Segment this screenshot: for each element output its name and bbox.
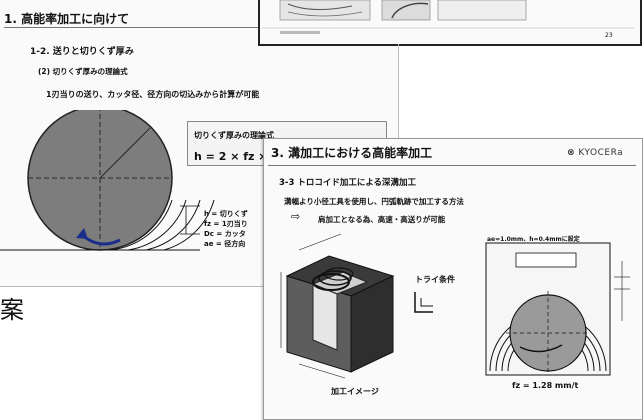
slide-1-subsubtitle: (2) 切りくず厚みの理論式: [38, 67, 128, 76]
formula-label: 切りくず厚みの理論式: [194, 131, 274, 140]
legend-item: ae = 径方向: [204, 240, 246, 248]
legend-item: h = 切りくず: [204, 210, 248, 218]
slide-3-point: 肩加工となる為、高速・高送りが可能: [318, 215, 446, 224]
image-caption: 加工イメージ: [331, 387, 379, 396]
slide-1-title-rule: [4, 27, 394, 28]
groove-workpiece-illustration: [280, 233, 395, 379]
arrow-right-icon: ⇨: [291, 210, 301, 223]
trochoidal-toolpath-diagram: [485, 242, 630, 376]
legend-item: Dc = カッタ: [204, 230, 246, 238]
slide-2-figure: [262, 0, 634, 34]
trial-condition-text: ae=1.0mm、h=0.4mmに設定: [487, 236, 580, 243]
slide-3-subtitle: 3-3 トロコイド加工による深溝加工: [279, 178, 417, 188]
slide-edge: [398, 44, 399, 138]
kyocera-logo-mark-icon: ⊗: [567, 148, 576, 158]
bracket-icon: [414, 292, 433, 313]
slide-2-page-number: 23: [605, 32, 613, 39]
legend-item: fz = 1刃当り: [204, 220, 248, 228]
slide-1-subtitle: 1-2. 送りと切りくず厚み: [30, 47, 134, 57]
kyocera-logo: ⊗ KYOCERa: [567, 148, 623, 158]
kyocera-logo-text: KYOCERa: [578, 148, 624, 158]
slide-3-description: 溝幅より小径工具を使用し、円弧軌跡で加工する方法: [284, 197, 464, 206]
slide-1-title: 1. 高能率加工に向けて: [4, 12, 130, 26]
cutter-diagram: [0, 110, 215, 251]
trial-conditions-label: トライ条件: [415, 275, 455, 284]
formula: h = 2 × fz ×: [194, 150, 268, 163]
slide-3-title: 3. 溝加工における高能率加工: [271, 146, 433, 160]
slide-3-title-rule: [268, 165, 636, 166]
background-heading-char: 案: [0, 296, 24, 324]
feed-per-tooth: fz = 1.28 mm/t: [512, 381, 579, 390]
slide-1-description: 1刃当りの送り、カッタ径、径方向の切込みから計算が可能: [46, 90, 260, 99]
